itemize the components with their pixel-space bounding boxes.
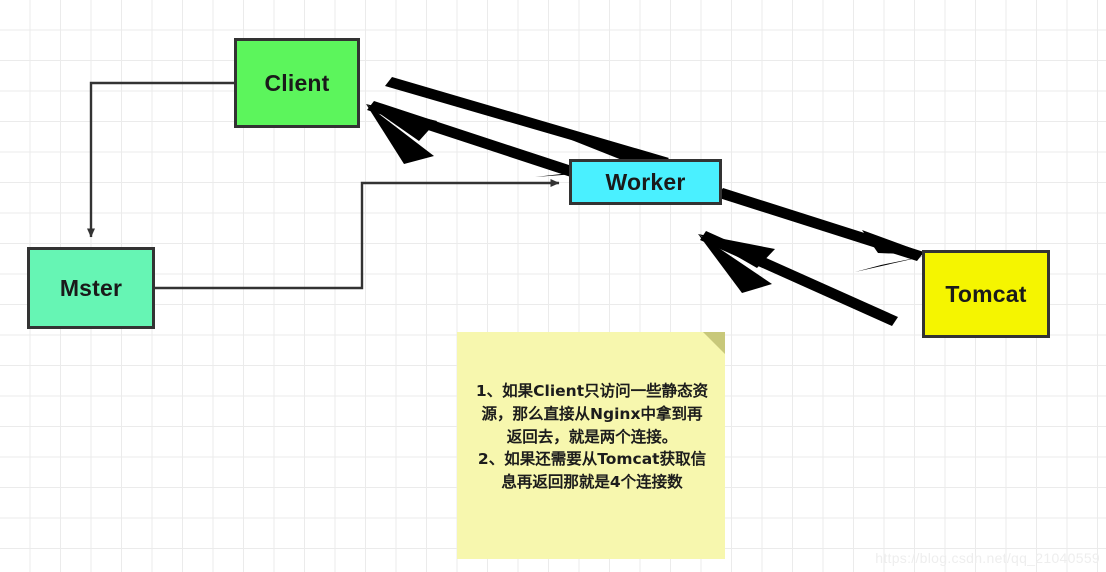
connector-mster-to-worker [155,179,560,290]
node-mster[interactable]: Mster [27,247,155,329]
node-client[interactable]: Client [234,38,360,128]
sticky-note-text: 1、如果Client只访问一些静态资 源，那么直接从Nginx中拿到再 返回去，… [475,382,709,492]
sticky-note[interactable]: 1、如果Client只访问一些静态资 源，那么直接从Nginx中拿到再 返回去，… [457,332,725,559]
connector-client-to-mster [87,81,234,238]
watermark: https://blog.csdn.net/qq_21040559 [875,550,1100,566]
node-tomcat[interactable]: Tomcat [922,250,1050,338]
node-worker-label: Worker [605,168,686,195]
connector-worker-tomcat-out [716,188,930,272]
node-client-label: Client [264,69,330,96]
node-mster-label: Mster [59,274,123,301]
connector-tomcat-worker-back [698,231,898,326]
sticky-note-body [457,332,725,559]
node-worker[interactable]: Worker [569,159,722,205]
node-tomcat-label: Tomcat [945,280,1027,307]
